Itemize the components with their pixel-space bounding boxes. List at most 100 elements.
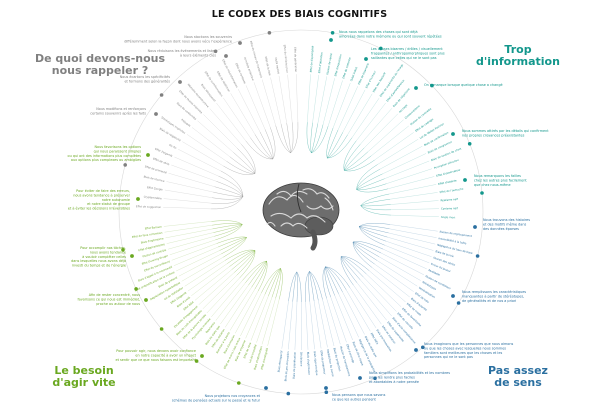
spoke-line [163,207,212,210]
spoke-line [281,301,289,349]
bias-label: Effet de génération [293,47,298,73]
note-teal-2: Les choses bizarres / drôles / visuellem… [364,47,445,61]
bias-label: Biais égocentrique [313,351,319,376]
category-dot [159,327,164,331]
bias-label: Erreur du joueur [430,262,452,274]
branch-line [359,226,388,238]
branch-line [344,151,369,171]
note-line: notre autonomie [102,198,130,202]
note-line: Nous nous rappelons des choses qui sont … [339,30,418,34]
bias-label: Effet de l'autruche [439,187,464,194]
spoke-line [166,232,214,244]
branch-line [341,256,367,275]
spoke-line [178,149,221,172]
spoke-line [225,287,252,328]
branch-line [311,124,324,154]
branch-line [356,188,389,193]
branch-line [356,183,387,190]
spoke-line [165,228,213,239]
note-line: Les choses bizarres / drôles / visuellem… [371,47,443,51]
spoke-line [360,279,392,317]
category-dot [134,287,138,291]
quadrant-label-meaning: de sens [494,376,542,389]
note-line: Nous stockons les souvenirs [184,35,232,39]
spoke-line [374,263,414,292]
note-line: Nous modifions et renforçons [96,107,146,111]
branch-line [227,250,256,264]
spoke-line [388,232,436,245]
note-dot [178,80,182,84]
note-dot [264,386,268,390]
note-line: Nous écartons les spécificités [120,75,170,79]
branch-line [264,129,274,160]
spoke-line [351,98,380,138]
quadrant-label-meaning: Pas assez [488,364,548,377]
branch-line [290,122,299,154]
quadrant-label-act: Le besoin [54,364,113,377]
branch-line [290,122,294,153]
bias-label: Effet de suggestion [136,204,162,209]
branch-line [213,191,244,197]
spoke-line [174,156,219,177]
branch-line [311,123,318,153]
category-dot [467,142,472,146]
spoke-line [366,273,402,307]
spoke-line [387,236,434,251]
spoke-line [203,114,238,149]
spoke-line [332,83,351,128]
branch-line [322,266,327,299]
note-line: Nous pensons que nous savons [332,393,386,397]
spoke-line [346,289,371,332]
note-dot [414,348,418,352]
spoke-line [390,224,438,232]
bias-label: Effet d'observateur [436,167,462,178]
branch-line [309,271,319,301]
branch-line [234,250,256,273]
spoke-line [176,250,220,272]
branch-line [212,196,244,200]
branch-line [211,196,244,210]
note-dot [146,153,150,157]
spoke-line [389,184,437,195]
spoke-line [253,82,271,128]
category-dot [373,376,377,381]
note-dot [154,112,158,116]
bias-label: Biais de planification [292,351,297,378]
note-line: ou qui ont des informations plus complèt… [68,154,142,158]
note-line: Pour accomplir nos tâches, [80,246,126,250]
note-line: personnes qui ne le sont pas [424,355,473,359]
spoke-line [209,108,242,145]
note-line: proche ou autour de nous [96,302,140,306]
note-line: et notre statut de groupe [87,202,130,206]
note-green-5: Pour pouvoir agir, nous devons avoir con… [116,349,204,362]
spoke-line [215,282,246,321]
branch-line [360,204,391,207]
branch-line [344,147,365,171]
bias-label: Effet de réminiscence [283,44,290,73]
branch-line [213,224,243,233]
bias-label: Oubli indicé [349,66,358,82]
spoke-line [287,74,293,123]
spoke-line [164,225,213,233]
branch-line [212,224,243,230]
note-dot [144,298,148,302]
category-dot [379,46,383,51]
spoke-line [330,296,347,343]
branch-line [292,271,297,302]
spoke-line [382,248,427,270]
bias-label: Effet IKEA [182,300,195,311]
spoke-line [163,198,212,204]
note-line: et sentir que ce que nous faisons est im… [116,358,197,362]
branch-line [325,266,343,292]
branch-line [327,129,339,159]
note-dot [224,54,228,58]
bias-label: Déclinisme [299,352,303,367]
branch-line [275,125,291,154]
branch-line [356,173,383,190]
